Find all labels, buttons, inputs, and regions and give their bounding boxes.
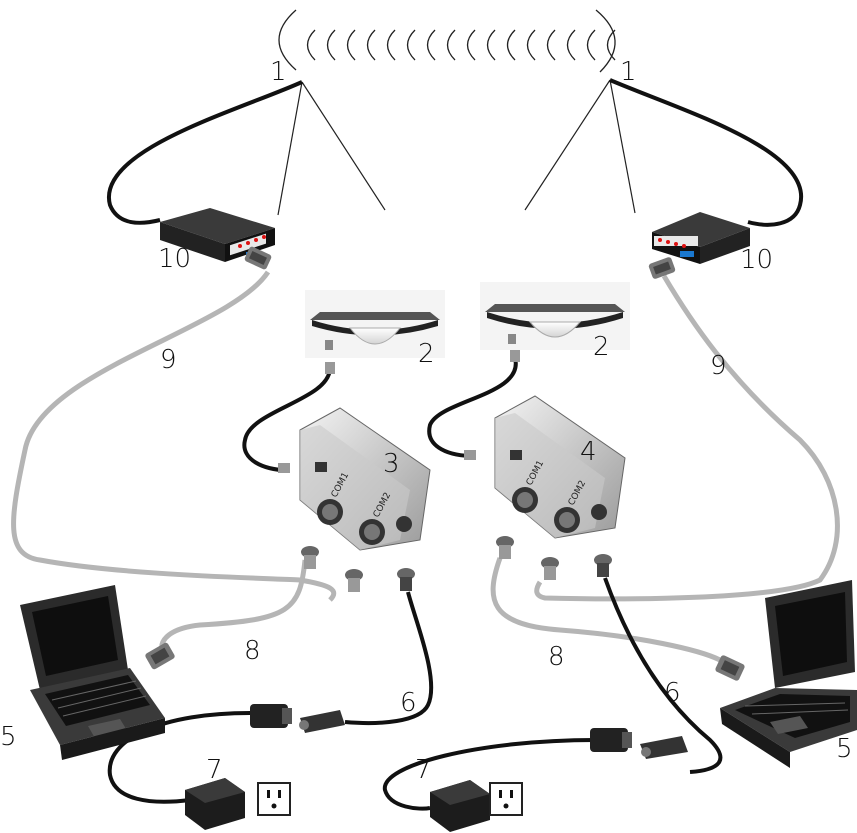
wave-arc	[328, 30, 336, 60]
power-adapter-right	[430, 780, 490, 832]
antenna-lines-right	[525, 80, 635, 213]
label-radio-left: 10	[158, 244, 191, 274]
wave-arc	[588, 30, 596, 60]
power-adapter-left	[185, 778, 245, 830]
db9-connector-laptop-left	[144, 642, 176, 671]
round-connector-icon	[541, 557, 559, 580]
laptop-left	[20, 585, 165, 760]
antenna-lines-left	[278, 82, 385, 215]
wall-outlet-icon	[490, 783, 522, 815]
wave-arc	[596, 10, 615, 72]
label-power-adapter-left: 7	[206, 755, 223, 785]
gps-receiver-right: COM1 COM2	[495, 396, 625, 538]
wave-arc	[488, 30, 496, 60]
radio-data-cable-left	[14, 272, 334, 600]
label-antenna-left: 2	[418, 339, 435, 369]
wave-arc	[308, 30, 316, 60]
label-receiver-left: 3	[383, 449, 400, 479]
radio-modem-right	[652, 212, 750, 264]
car-plug-icon	[250, 704, 345, 733]
car-plug-icon	[590, 728, 688, 759]
label-laptop-left: 5	[0, 722, 17, 752]
wave-arc	[388, 30, 396, 60]
label-laptop-right: 5	[836, 734, 853, 764]
coax-connector-icon	[278, 463, 290, 473]
round-connector-icon	[397, 568, 415, 591]
wave-arc	[528, 30, 536, 60]
radio-antenna-cable-left	[109, 82, 302, 223]
coax-connector-icon	[325, 362, 335, 374]
round-connector-icon	[496, 536, 514, 559]
round-connector-icon	[345, 569, 363, 592]
wave-arc	[468, 30, 476, 60]
coax-connector-icon	[464, 450, 476, 460]
radio-waves	[279, 10, 615, 72]
label-radio-cable-left: 9	[160, 345, 177, 375]
wave-arc	[428, 30, 436, 60]
wave-arc	[408, 30, 416, 60]
label-radio-right: 10	[740, 245, 773, 275]
label-radio-link-right: 1	[620, 57, 637, 87]
label-data-cable-right: 8	[548, 642, 565, 672]
label-power-cable-left: 6	[400, 688, 417, 718]
radio-antenna-cable-right	[610, 80, 801, 225]
label-radio-cable-right: 9	[710, 351, 727, 381]
wall-outlet-icon	[258, 783, 290, 815]
wave-arc	[368, 30, 376, 60]
label-data-cable-left: 8	[244, 636, 261, 666]
label-receiver-right: 4	[580, 437, 597, 467]
wave-arc	[568, 30, 576, 60]
label-antenna-right: 2	[593, 332, 610, 362]
db9-connector-radio-right	[648, 256, 676, 279]
wave-arc	[348, 30, 356, 60]
wave-arc	[548, 30, 556, 60]
coax-connector-icon	[510, 350, 520, 362]
label-power-cable-right: 6	[664, 678, 681, 708]
wave-arc	[448, 30, 456, 60]
wave-arc	[508, 30, 516, 60]
power-cable-left	[345, 592, 431, 723]
label-power-adapter-right: 7	[415, 755, 432, 785]
round-connector-icon	[594, 554, 612, 577]
label-radio-link-left: 1	[270, 57, 287, 87]
gps-receiver-left: COM1 COM2	[300, 408, 430, 550]
